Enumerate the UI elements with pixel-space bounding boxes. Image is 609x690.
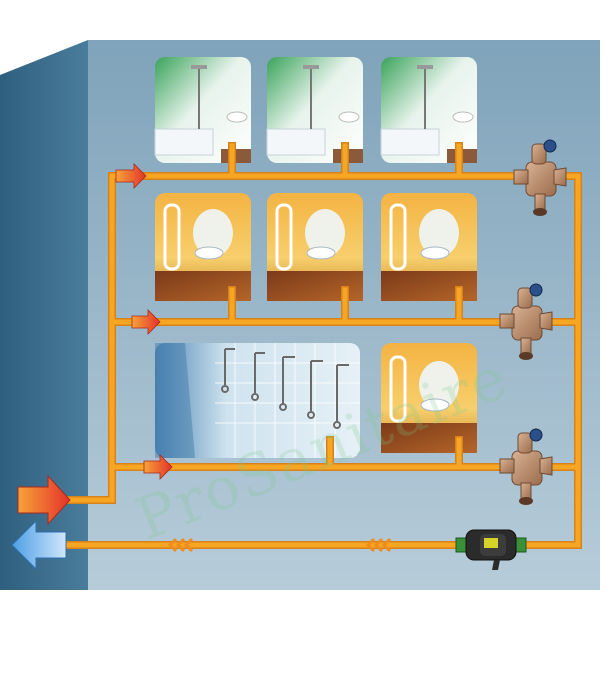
chevron-left-icon — [167, 537, 194, 553]
flow-arrow-icon — [115, 163, 147, 189]
flow-arrow-icon — [131, 309, 161, 335]
washroom-room — [155, 193, 251, 301]
hot-water-return-arrow-icon — [11, 519, 67, 571]
floor-1-rooms — [154, 57, 477, 163]
supply-flow-arrows — [115, 163, 173, 480]
building-side-wall — [0, 40, 88, 590]
washroom-room — [381, 193, 477, 301]
hot-water-supply-arrow-icon — [17, 474, 71, 526]
shower-room — [155, 343, 360, 458]
bathroom-room — [266, 57, 363, 163]
washroom-room — [267, 193, 363, 301]
floor-3-rooms — [155, 343, 477, 458]
valve-icon — [499, 428, 553, 505]
circulation-pump-icon — [455, 529, 527, 570]
valve-icon — [499, 283, 553, 360]
return-flow-chevrons — [167, 537, 392, 553]
floor-2-rooms — [155, 193, 477, 301]
hot-water-pipes — [56, 142, 582, 549]
chevron-left-icon — [365, 537, 392, 553]
bathroom-room — [380, 57, 477, 163]
flow-arrow-icon — [143, 454, 173, 480]
washroom-room — [381, 343, 477, 453]
balancing-valves — [499, 139, 567, 505]
valve-icon — [513, 139, 567, 216]
bathroom-room — [154, 57, 251, 163]
